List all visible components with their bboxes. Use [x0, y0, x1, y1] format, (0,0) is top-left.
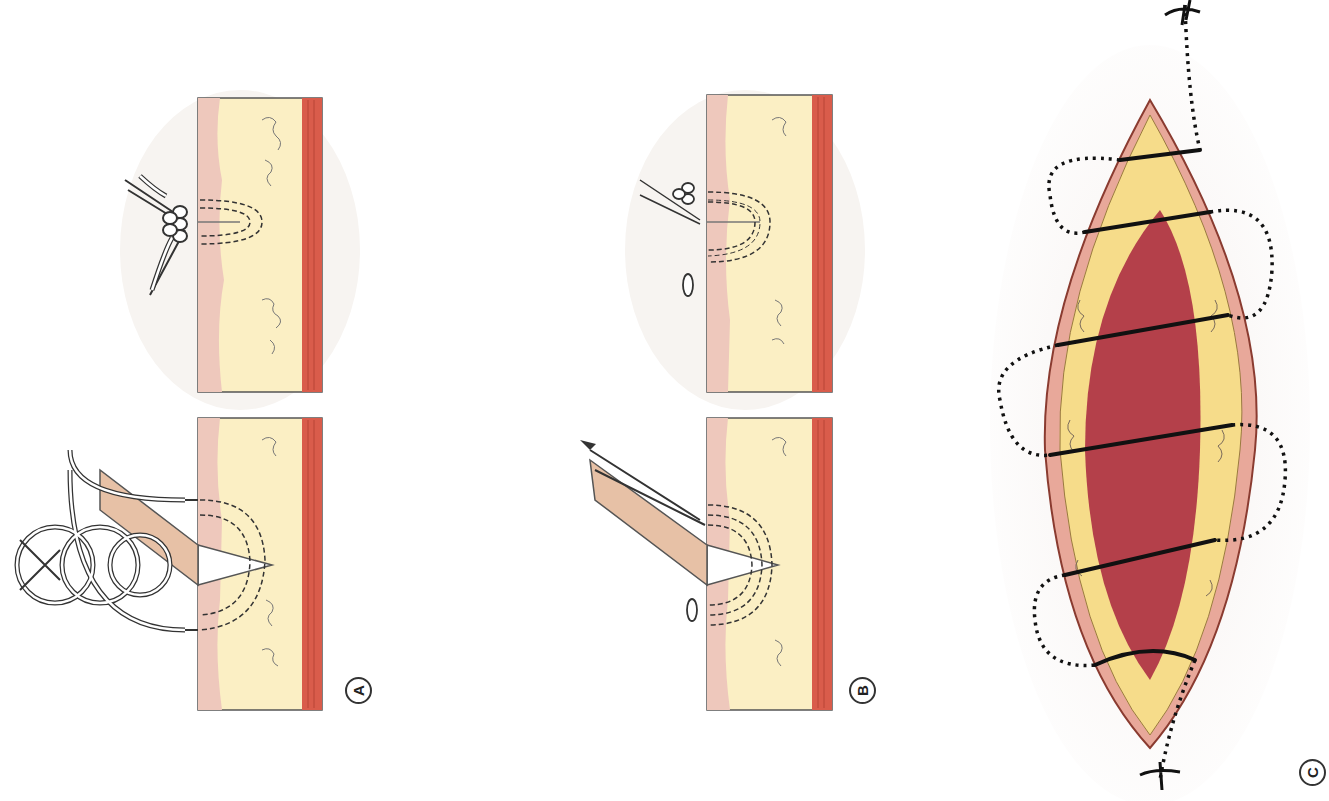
panel-letter: A: [351, 685, 366, 696]
panel-letter-circle: A: [345, 677, 372, 704]
panel-letter-circle: B: [849, 677, 876, 704]
panel-letter-circle: C: [1299, 759, 1326, 786]
panel-letter: C: [1305, 767, 1320, 778]
panel-letter: B: [855, 685, 870, 696]
